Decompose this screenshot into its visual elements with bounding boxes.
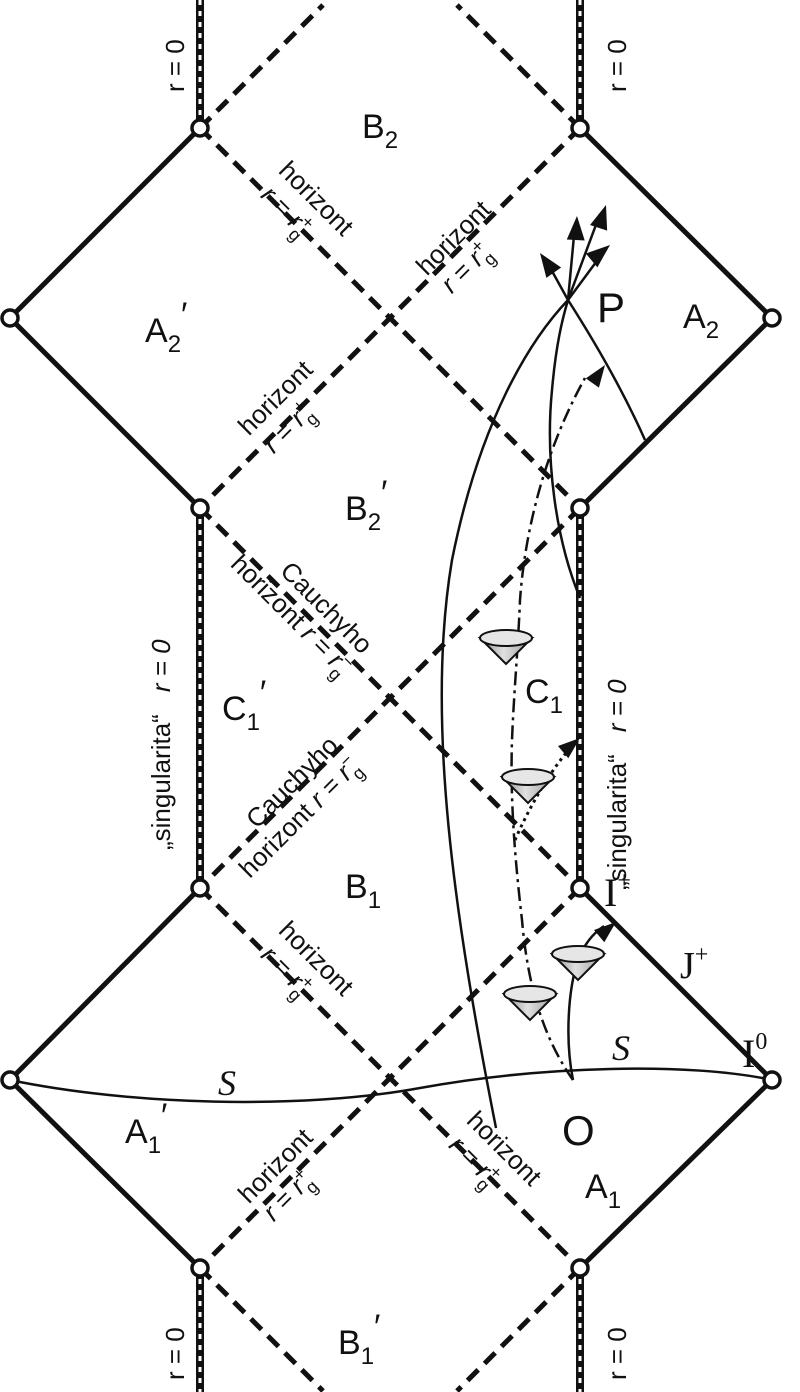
point-labels: P O I+ I0 J+ S S	[218, 284, 767, 1154]
arrow-head-icon	[590, 205, 608, 231]
label-s-left: S	[218, 1063, 236, 1103]
vertex-node	[570, 498, 590, 518]
worldline-through-p	[548, 299, 582, 599]
region-label-b2: B2	[362, 108, 398, 154]
horizon-label: horizont r = rg+	[255, 915, 360, 1006]
r-zero-labels: r = 0 r = 0 r = 0 r = 0	[160, 39, 632, 1380]
worldline-dash-dot	[510, 377, 587, 1081]
vertex-node	[0, 308, 20, 328]
horizon-equation: r = rg+	[255, 1163, 323, 1231]
cauchy-surface-s	[9, 1067, 773, 1104]
r-zero-label: r = 0	[160, 1327, 190, 1380]
label-s-right: S	[612, 1028, 630, 1068]
light-cone-icon	[477, 629, 535, 666]
light-cone-icon	[501, 985, 559, 1022]
horizon-lines	[198, 3, 582, 1392]
arrow-shaft	[545, 261, 570, 301]
vertex-node	[0, 1070, 20, 1090]
arrow-head-icon	[585, 245, 610, 268]
label-i-zero: I0	[742, 1029, 767, 1076]
region-label-c1: C1	[525, 673, 563, 719]
horizon-line	[455, 1266, 582, 1392]
arrow-head-icon	[558, 738, 580, 759]
boundary-left-upper	[6, 126, 202, 510]
horizon-line	[455, 3, 582, 130]
region-labels: B2 A2′ A2 B2′ C1′ C1 B1 A1′ A1 B1′	[125, 108, 719, 1370]
arrow-shaft	[566, 213, 602, 301]
arrow-shaft	[566, 224, 577, 301]
vertex-node-i-zero	[762, 1070, 782, 1090]
vertex-node	[570, 118, 590, 138]
arrow-head-icon	[566, 216, 585, 241]
region-label-a1: A1	[585, 1168, 621, 1214]
horizon-line	[198, 886, 582, 1270]
singularity-lines	[196, 0, 584, 1392]
light-cones	[477, 629, 607, 1022]
point-label-o: O	[562, 1107, 595, 1154]
vertex-node	[570, 1258, 590, 1278]
region-label-a2: A2	[683, 298, 719, 344]
singularity-labels: „singularita“r = 0 „singularita“r = 0	[146, 639, 632, 890]
horizon-line	[198, 1266, 325, 1392]
worldline-from-a2	[566, 299, 647, 441]
label-j-plus: J+	[680, 942, 708, 987]
r-zero-label: r = 0	[602, 1327, 632, 1380]
vertex-nodes	[0, 118, 782, 1278]
region-label-b1: B1	[345, 868, 381, 914]
region-label-a1-prime: A1′	[125, 1097, 167, 1159]
horizon-label: horizont r = rg+	[255, 155, 360, 246]
region-label-a2-prime: A2′	[145, 296, 187, 358]
vertex-node	[190, 498, 210, 518]
region-label-b1-prime: B1′	[338, 1308, 380, 1370]
horizon-label: horizont r = rg+	[443, 1105, 548, 1196]
region-label-c1-prime: C1′	[222, 674, 266, 736]
horizon-label: horizont r = rg+	[410, 194, 501, 299]
vertex-node	[762, 308, 782, 328]
arrow-shaft	[566, 253, 604, 301]
singularity-label-left: „singularita“r = 0	[146, 639, 176, 850]
cauchy-horizon-label: Cauchyho horizont r = rg−	[233, 730, 369, 883]
arrow-head-icon	[594, 922, 616, 943]
cauchy-horizon-label: Cauchyho horizont r = rg−	[225, 548, 378, 684]
vertex-node	[190, 1258, 210, 1278]
cauchy-horizon-line	[198, 506, 582, 890]
vertex-node	[190, 878, 210, 898]
horizon-label: horizont r = rg+	[232, 354, 323, 459]
arrow-head-icon	[585, 365, 605, 388]
vertex-node-i-plus	[570, 878, 590, 898]
arrow-shafts	[545, 213, 604, 301]
horizon-line	[198, 3, 325, 130]
singularity-label-right: „singularita“r = 0	[602, 679, 632, 890]
label-i-plus: I+	[604, 868, 631, 915]
boundary-left-lower	[6, 886, 202, 1270]
worldline-infalling	[440, 299, 569, 1129]
light-cone-icon	[499, 768, 557, 805]
horizon-line	[198, 126, 582, 510]
point-label-p: P	[597, 284, 625, 331]
vertex-node	[190, 118, 210, 138]
light-cone-icon	[549, 945, 607, 982]
arrow-head-icon	[540, 253, 562, 278]
r-zero-label: r = 0	[602, 39, 632, 92]
region-label-b2-prime: B2′	[345, 474, 387, 536]
r-zero-label: r = 0	[160, 39, 190, 92]
